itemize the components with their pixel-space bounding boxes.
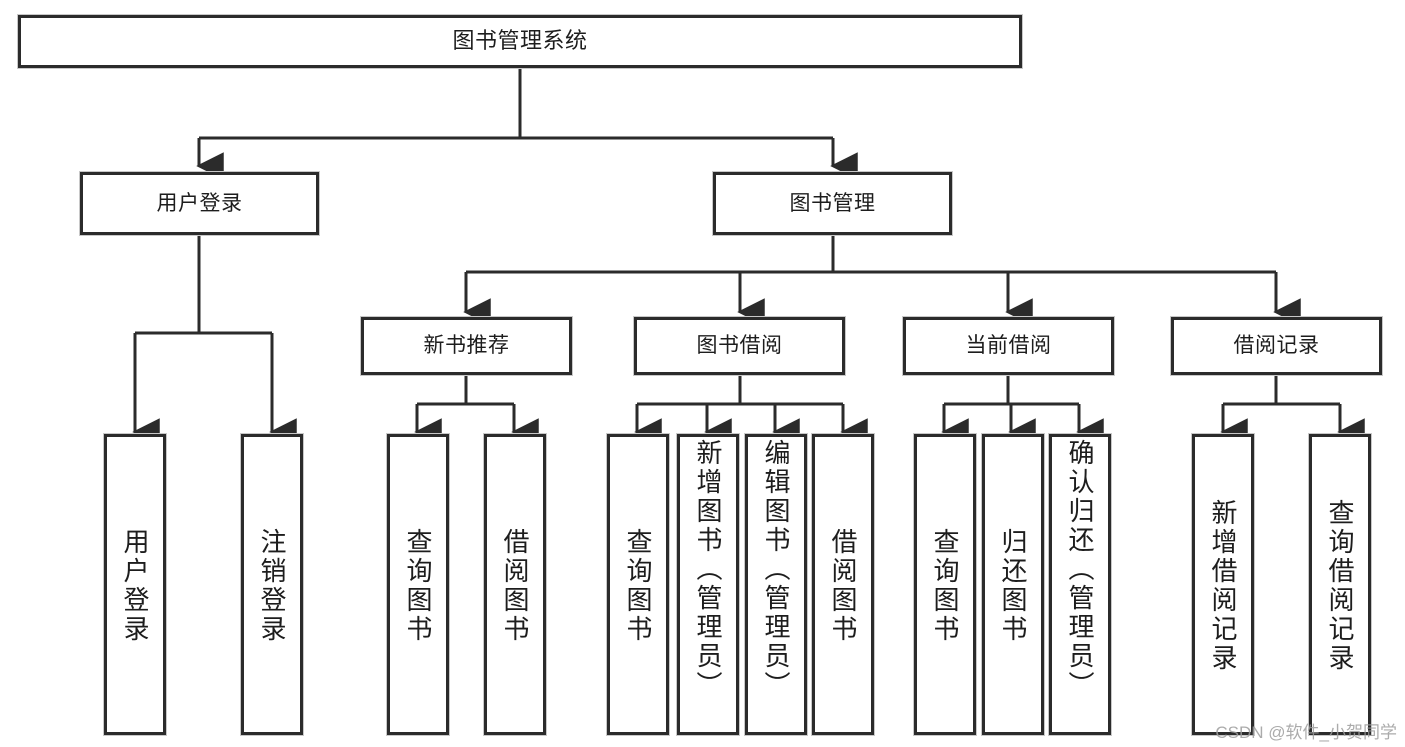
leaf-borrow-book-1-label: 借阅图书 (500, 527, 530, 644)
leaf-borrow-book-2-label: 借阅图书 (828, 527, 858, 644)
leaf-logout[interactable]: 注销登录 (241, 434, 303, 735)
node-user-login-label: 用户登录 (156, 191, 243, 215)
leaf-logout-label: 注销登录 (257, 527, 287, 644)
leaf-user-login-label: 用户登录 (120, 527, 150, 644)
leaf-edit-book-label: 编辑图书（管理员） (761, 439, 791, 700)
leaf-add-book-label: 新增图书（管理员） (693, 439, 723, 700)
node-borrow-record-label: 借阅记录 (1233, 334, 1320, 358)
leaf-query-book-1[interactable]: 查询图书 (387, 434, 449, 735)
leaf-query-record[interactable]: 查询借阅记录 (1309, 434, 1371, 735)
leaf-confirm-return-label: 确认归还（管理员） (1065, 439, 1095, 700)
node-borrow-record[interactable]: 借阅记录 (1171, 317, 1382, 375)
leaf-borrow-book-2[interactable]: 借阅图书 (812, 434, 874, 735)
leaf-add-book[interactable]: 新增图书（管理员） (677, 434, 739, 735)
leaf-add-record[interactable]: 新增借阅记录 (1192, 434, 1254, 735)
node-current-borrow[interactable]: 当前借阅 (903, 317, 1114, 375)
leaf-add-record-label: 新增借阅记录 (1208, 498, 1238, 673)
node-book-borrow[interactable]: 图书借阅 (634, 317, 845, 375)
watermark: CSDN @软件_小贺同学 (1215, 723, 1397, 742)
leaf-query-book-2[interactable]: 查询图书 (607, 434, 669, 735)
leaf-confirm-return[interactable]: 确认归还（管理员） (1049, 434, 1111, 735)
leaf-query-book-2-label: 查询图书 (623, 527, 653, 644)
node-current-borrow-label: 当前借阅 (965, 334, 1052, 358)
node-root-label: 图书管理系统 (452, 28, 588, 54)
leaf-user-login[interactable]: 用户登录 (104, 434, 166, 735)
leaf-borrow-book-1[interactable]: 借阅图书 (484, 434, 546, 735)
leaf-return-book-label: 归还图书 (998, 527, 1028, 644)
node-book-manage[interactable]: 图书管理 (713, 172, 952, 235)
leaf-edit-book[interactable]: 编辑图书（管理员） (745, 434, 807, 735)
leaf-return-book[interactable]: 归还图书 (982, 434, 1044, 735)
node-new-book-recommend-label: 新书推荐 (423, 334, 510, 358)
leaf-query-record-label: 查询借阅记录 (1325, 498, 1355, 673)
node-book-manage-label: 图书管理 (789, 191, 876, 215)
node-root[interactable]: 图书管理系统 (18, 15, 1022, 68)
leaf-query-book-3-label: 查询图书 (930, 527, 960, 644)
leaf-query-book-1-label: 查询图书 (403, 527, 433, 644)
node-user-login[interactable]: 用户登录 (80, 172, 319, 235)
node-book-borrow-label: 图书借阅 (696, 334, 783, 358)
leaf-query-book-3[interactable]: 查询图书 (914, 434, 976, 735)
node-new-book-recommend[interactable]: 新书推荐 (361, 317, 572, 375)
